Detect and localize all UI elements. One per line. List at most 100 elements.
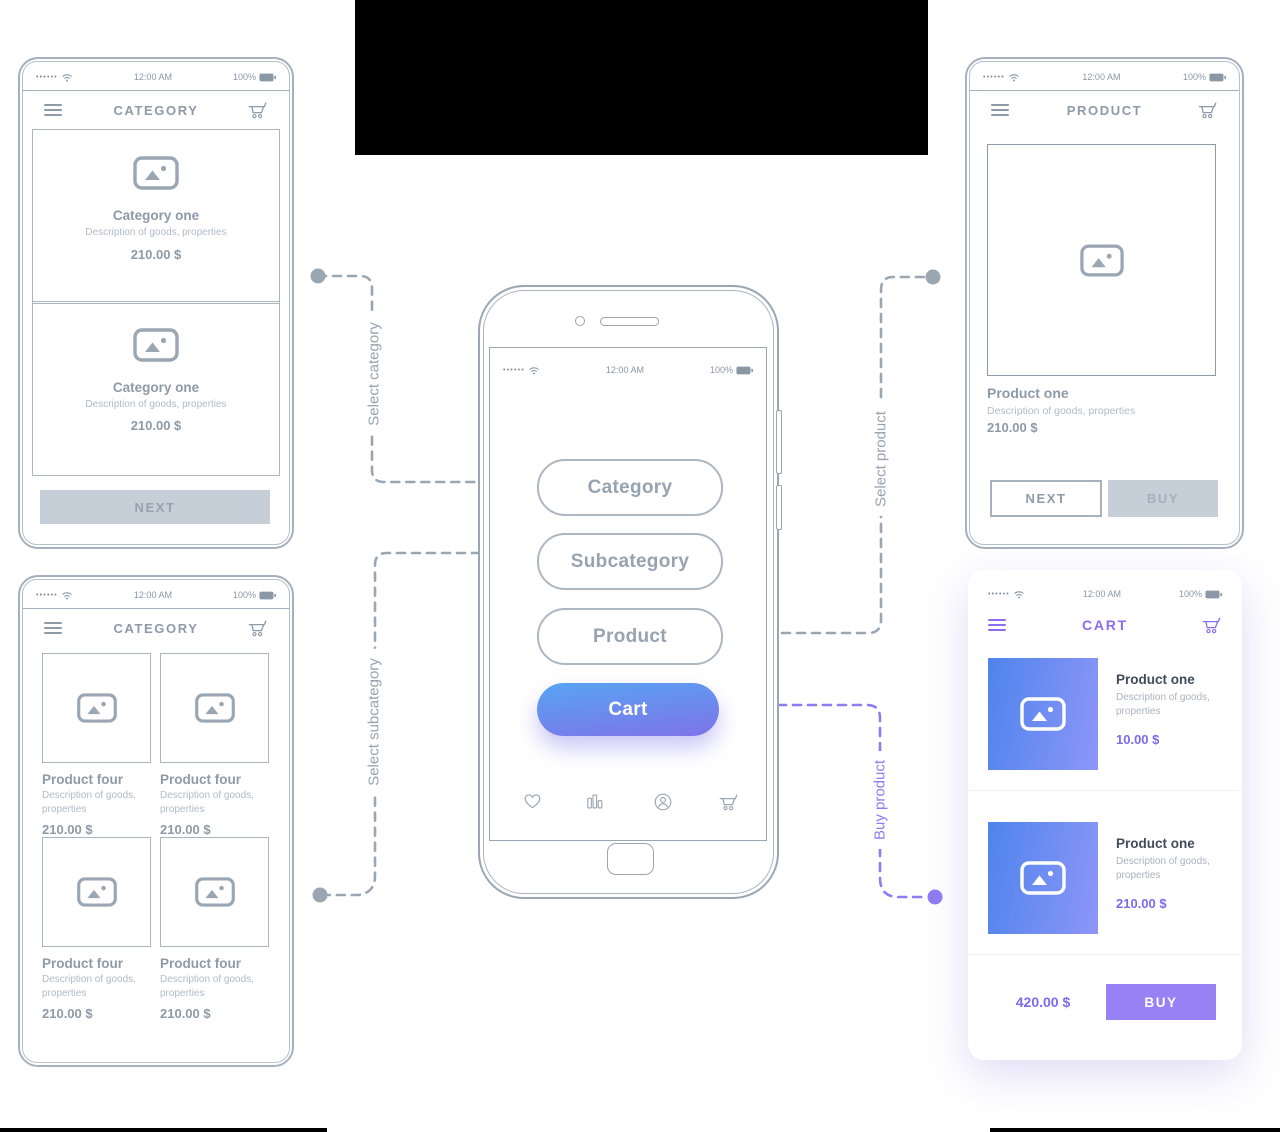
- cart-item-description: Description of goods, properties: [1116, 692, 1210, 717]
- product-price: 210.00 $: [42, 822, 93, 837]
- screen-divider: [970, 90, 1239, 91]
- home-button[interactable]: [607, 843, 654, 875]
- flow-button-product[interactable]: Product: [537, 608, 723, 665]
- product-grid-item[interactable]: Product four Description of goods, prope…: [160, 837, 270, 1021]
- product-name: Product four: [42, 772, 123, 787]
- cart-item: Product one Description of goods, proper…: [1116, 836, 1228, 911]
- flow-phone-screen: •••••• 12:00 AM 100% Category Subcategor…: [489, 347, 767, 841]
- profile-icon[interactable]: [654, 793, 672, 816]
- cart-icon[interactable]: [247, 619, 268, 638]
- signal-dots: ••••••: [503, 366, 525, 374]
- battery-icon: [259, 591, 276, 599]
- status-bar: •••••• 12:00 AM 100%: [983, 69, 1226, 85]
- product-description: Description of goods, properties: [42, 974, 136, 999]
- cart-total: 420.00 $: [1015, 994, 1071, 1010]
- connector-dot: [925, 269, 941, 285]
- cart-item-price: 210.00 $: [1116, 896, 1167, 911]
- product-price: 210.00 $: [160, 1006, 211, 1021]
- next-button[interactable]: NEXT: [40, 490, 270, 524]
- menu-icon[interactable]: [988, 618, 1006, 632]
- image-placeholder-icon: [133, 327, 179, 362]
- flow-label-select-category: Select category: [358, 313, 390, 435]
- divider: [968, 954, 1242, 955]
- divider: [968, 790, 1242, 791]
- status-time: 12:00 AM: [1082, 72, 1121, 82]
- speaker: [600, 317, 659, 326]
- product-name: Product four: [160, 772, 241, 787]
- category-card[interactable]: Category one Description of goods, prope…: [32, 300, 280, 476]
- flow-button-subcategory[interactable]: Subcategory: [537, 533, 723, 590]
- product-screen-phone: •••••• 12:00 AM 100% PRODUCT Product one…: [965, 57, 1244, 549]
- battery-icon: [1205, 590, 1222, 598]
- buy-button[interactable]: BUY: [1106, 984, 1216, 1020]
- image-placeholder-icon: [194, 693, 235, 723]
- flow-label-select-subcategory: Select subcategory: [358, 649, 390, 795]
- category-name: Category one: [112, 208, 200, 223]
- page-title: PRODUCT: [1066, 102, 1143, 118]
- cart-icon[interactable]: [247, 101, 268, 120]
- battery-percent: 100%: [232, 590, 256, 600]
- flow-phone: •••••• 12:00 AM 100% Category Subcategor…: [478, 285, 782, 899]
- product-name: Product four: [42, 956, 123, 971]
- flow-label-buy-product: Buy product: [864, 750, 896, 850]
- category-card[interactable]: Category one Description of goods, prope…: [32, 129, 280, 304]
- connector-dot-purple: [927, 889, 943, 905]
- cropped-black-edge-left: [0, 1128, 327, 1132]
- status-time: 12:00 AM: [1082, 589, 1121, 599]
- heart-icon[interactable]: [523, 793, 542, 815]
- product-description: Description of goods, properties: [42, 790, 136, 815]
- cart-icon[interactable]: [1197, 101, 1218, 120]
- flow-button-cart[interactable]: Cart: [537, 683, 719, 736]
- menu-icon[interactable]: [991, 103, 1009, 117]
- product-grid-item[interactable]: Product four Description of goods, prope…: [42, 653, 152, 837]
- page-title: CATEGORY: [113, 102, 199, 118]
- product-grid-item[interactable]: Product four Description of goods, prope…: [42, 837, 152, 1021]
- status-bar: •••••• 12:00 AM 100%: [503, 362, 753, 378]
- category-description: Description of goods, properties: [85, 398, 227, 410]
- cart-item-description: Description of goods, properties: [1116, 856, 1210, 881]
- connector-dot: [312, 887, 328, 903]
- cart-icon[interactable]: [718, 793, 739, 817]
- status-bar: •••••• 12:00 AM 100%: [988, 586, 1222, 602]
- cart-item-price: 10.00 $: [1116, 732, 1160, 747]
- stats-icon[interactable]: [587, 793, 603, 815]
- volume-button[interactable]: [776, 485, 782, 530]
- camera-icon: [575, 316, 585, 326]
- battery-icon: [736, 366, 753, 374]
- battery-icon: [259, 73, 276, 81]
- cart-screen: •••••• 12:00 AM 100% CART Product one De…: [968, 570, 1242, 1060]
- product-name: Product one: [987, 385, 1069, 401]
- cart-icon[interactable]: [1201, 616, 1222, 635]
- signal-dots: ••••••: [988, 590, 1010, 598]
- flow-button-category[interactable]: Category: [537, 459, 723, 516]
- category-description: Description of goods, properties: [85, 227, 227, 238]
- subcategory-screen-phone: •••••• 12:00 AM 100% CATEGORY Product fo…: [18, 575, 294, 1067]
- product-description: Description of goods, properties: [987, 405, 1136, 417]
- product-price: 210.00 $: [160, 822, 211, 837]
- volume-button[interactable]: [776, 410, 782, 474]
- wifi-icon: [62, 591, 72, 600]
- category-screen-phone: •••••• 12:00 AM 100% CATEGORY Category o…: [18, 57, 294, 549]
- product-price: 210.00 $: [42, 1006, 93, 1021]
- category-price: 210.00 $: [130, 418, 182, 433]
- signal-dots: ••••••: [36, 73, 58, 81]
- product-price: 210.00 $: [987, 420, 1038, 435]
- battery-percent: 100%: [1178, 589, 1202, 599]
- menu-icon[interactable]: [44, 103, 62, 117]
- image-placeholder-icon: [194, 877, 235, 907]
- screen-divider: [23, 608, 289, 609]
- product-name: Product four: [160, 956, 241, 971]
- image-placeholder-icon: [1020, 861, 1066, 895]
- product-grid-item[interactable]: Product four Description of goods, prope…: [160, 653, 270, 837]
- buy-button[interactable]: BUY: [1108, 480, 1218, 517]
- status-time: 12:00 AM: [133, 590, 172, 600]
- menu-icon[interactable]: [44, 621, 62, 635]
- cart-item: Product one Description of goods, proper…: [1116, 672, 1228, 747]
- image-placeholder-icon: [133, 156, 179, 190]
- image-placeholder-icon: [1079, 244, 1124, 276]
- next-button[interactable]: NEXT: [990, 480, 1102, 517]
- image-placeholder-icon: [1020, 697, 1066, 731]
- status-bar: •••••• 12:00 AM 100%: [36, 587, 276, 603]
- battery-percent: 100%: [232, 72, 256, 82]
- wifi-icon: [1014, 590, 1024, 599]
